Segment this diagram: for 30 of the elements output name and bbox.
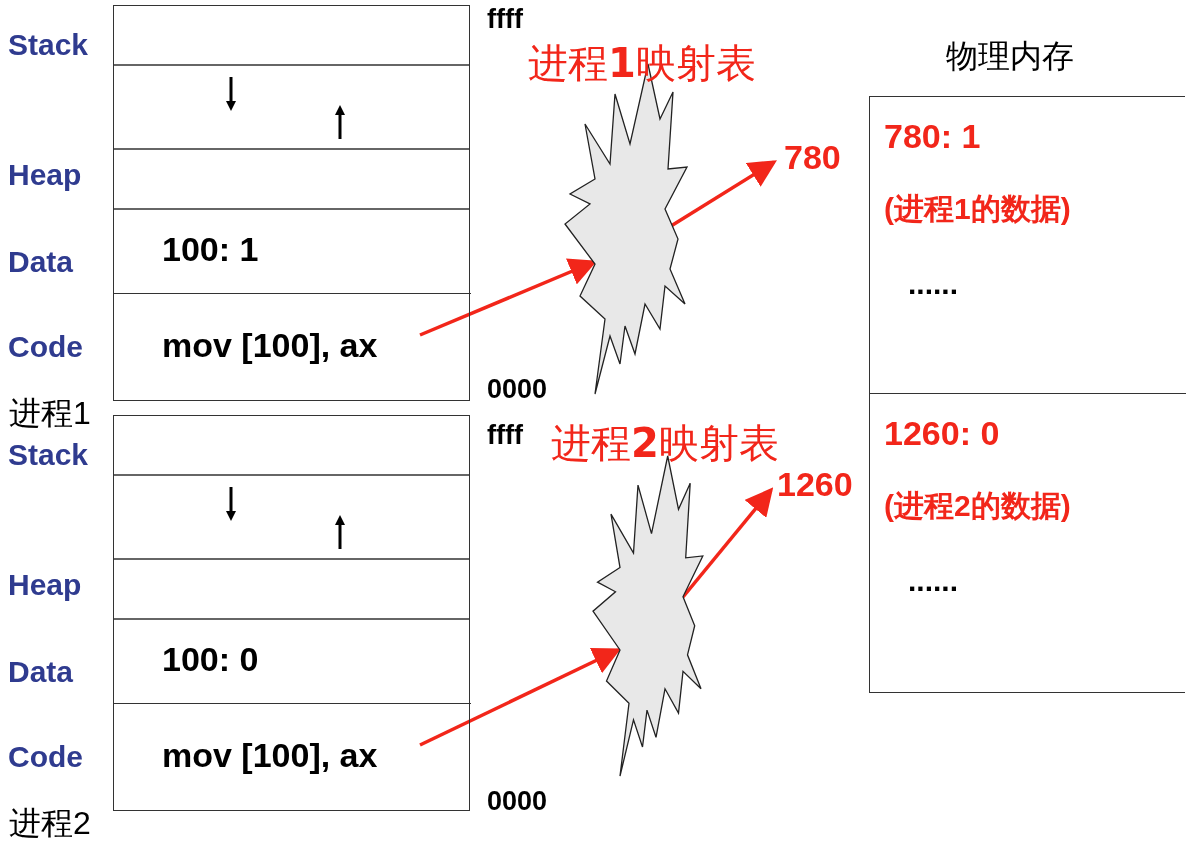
memory-text: 780: 1 [884, 117, 981, 156]
cell-text: mov [100], ax [162, 736, 378, 775]
address-label: 780 [784, 138, 841, 177]
segment-label: Heap [8, 158, 82, 192]
segment-label: Code [8, 740, 83, 774]
address-label: 0000 [487, 786, 548, 817]
memory-text: (进程1的数据) [884, 191, 1071, 227]
address-label: 0000 [487, 374, 548, 405]
process-label: 进程2 [9, 804, 91, 843]
map-title: 进程2映射表 [551, 419, 779, 468]
address-label: 1260 [777, 465, 853, 504]
memory-text: 1260: 0 [884, 414, 1000, 453]
cell-text: mov [100], ax [162, 326, 378, 365]
address-label: ffff [487, 4, 523, 35]
cell-text: 100: 1 [162, 230, 259, 269]
process-label: 进程1 [9, 394, 91, 433]
segment-label: Stack [8, 438, 89, 472]
cell-text: 100: 0 [162, 640, 259, 679]
ellipsis-text: ...... [908, 267, 958, 301]
map-title: 进程1映射表 [528, 39, 756, 88]
address-label: ffff [487, 420, 523, 451]
arrow [419, 648, 622, 747]
memory-text: (进程2的数据) [884, 488, 1071, 524]
ellipsis-text: ...... [908, 564, 958, 598]
segment-label: Code [8, 330, 83, 364]
segment-label: Stack [8, 28, 89, 62]
memory-title: 物理内存 [946, 37, 1074, 76]
segment-label: Heap [8, 568, 82, 602]
segment-label: Data [8, 655, 74, 689]
segment-label: Data [8, 245, 74, 279]
